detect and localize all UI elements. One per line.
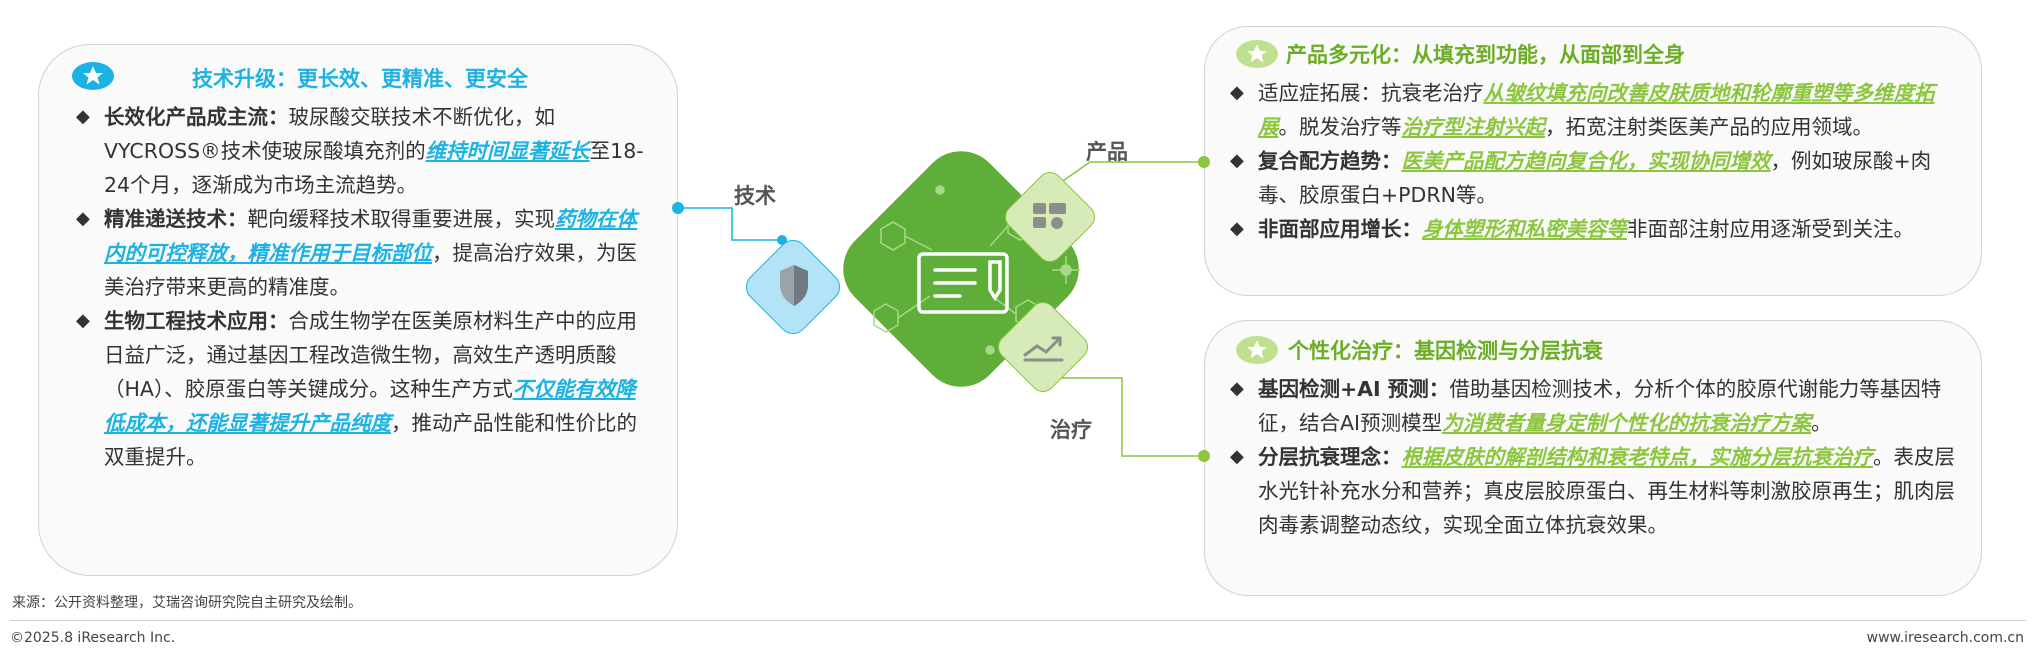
product-grid-icon (1033, 203, 1066, 229)
diamond-bullet-icon: ◆ (1230, 378, 1244, 399)
star-icon (72, 62, 114, 90)
diamond-bullet-icon: ◆ (1230, 82, 1244, 103)
list-item: ◆ 复合配方趋势：医美产品配方趋向复合化，实现协同增效，例如玻尿酸+肉毒、胶原蛋… (1230, 144, 1960, 212)
personal-title: 个性化治疗：基因检测与分层抗衰 (1288, 339, 1603, 363)
tech-shield-node (745, 239, 841, 335)
tech-bullets: ◆ 长效化产品成主流：玻尿酸交联技术不断优化，如VYCROSS®技术使玻尿酸填充… (76, 100, 648, 474)
document-icon (917, 252, 1009, 314)
label-tech: 技术 (734, 184, 776, 208)
star-icon (1236, 336, 1278, 364)
label-product: 产品 (1086, 140, 1128, 164)
connector-product (1049, 156, 1210, 191)
tech-panel (38, 44, 678, 576)
source-note: 来源：公开资料整理，艾瑞咨询研究院自主研究及绘制。 (12, 595, 362, 611)
label-treatment: 治疗 (1050, 418, 1092, 442)
star-icon (1236, 40, 1278, 68)
growth-chart-icon (1023, 336, 1064, 362)
diamond-bullet-icon: ◆ (76, 106, 90, 127)
diamond-bullet-icon: ◆ (76, 208, 90, 229)
product-panel (1204, 26, 1982, 296)
shield-icon (780, 265, 808, 306)
copyright: ©2025.8 iResearch Inc. (10, 630, 176, 646)
personal-bullets: ◆ 基因检测+AI 预测：借助基因检测技术，分析个体的胶原代谢能力等基因特征，结… (1230, 372, 1960, 542)
list-item: ◆ 非面部应用增长：身体塑形和私密美容等非面部注射应用逐渐受到关注。 (1230, 212, 1960, 246)
product-node (1004, 171, 1096, 263)
diamond-bullet-icon: ◆ (1230, 150, 1244, 171)
list-item: ◆ 精准递送技术：靶向缓释技术取得重要进展，实现药物在体内的可控释放，精准作用于… (76, 202, 648, 304)
diamond-bullet-icon: ◆ (1230, 218, 1244, 239)
list-item: ◆ 基因检测+AI 预测：借助基因检测技术，分析个体的胶原代谢能力等基因特征，结… (1230, 372, 1960, 440)
diamond-bullet-icon: ◆ (1230, 446, 1244, 467)
list-item: ◆ 生物工程技术应用：合成生物学在医美原材料生产中的应用日益广泛，通过基因工程改… (76, 304, 648, 474)
list-item: ◆ 适应症拓展：抗衰老治疗从皱纹填充向改善皮肤质地和轮廓重塑等多维度拓展。脱发治… (1230, 76, 1960, 144)
tech-title: 技术升级：更长效、更精准、更安全 (192, 67, 528, 91)
connector-tech (672, 202, 787, 245)
list-item: ◆ 长效化产品成主流：玻尿酸交联技术不断优化，如VYCROSS®技术使玻尿酸填充… (76, 100, 648, 202)
footer-divider (10, 620, 2026, 621)
product-title: 产品多元化：从填充到功能，从面部到全身 (1286, 43, 1685, 67)
diamond-bullet-icon: ◆ (76, 310, 90, 331)
list-item: ◆ 分层抗衰理念：根据皮肤的解剖结构和衰老特点，实施分层抗衰治疗。表皮层水光针补… (1230, 440, 1960, 542)
personal-panel (1204, 320, 1982, 596)
website-link[interactable]: www.iresearch.com.cn (1866, 630, 2024, 646)
product-bullets: ◆ 适应症拓展：抗衰老治疗从皱纹填充向改善皮肤质地和轮廓重塑等多维度拓展。脱发治… (1230, 76, 1960, 246)
treatment-node (997, 301, 1089, 393)
